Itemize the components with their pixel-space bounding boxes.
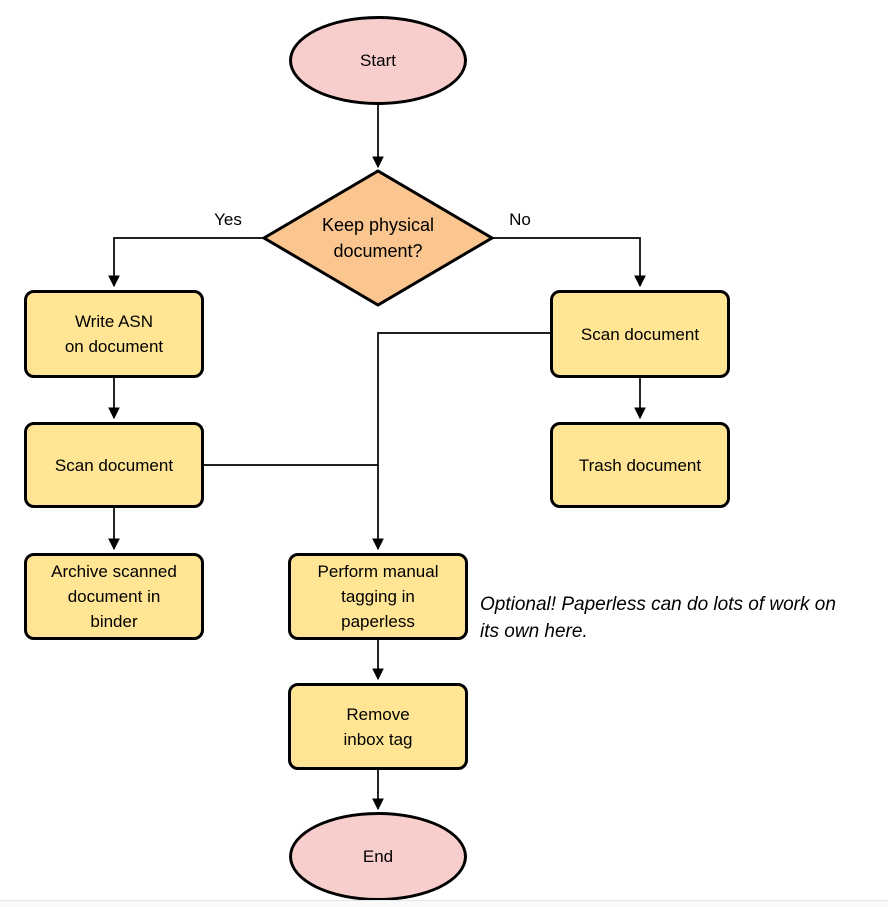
node-end: End (289, 812, 467, 901)
node-manual-tagging: Perform manual tagging in paperless (288, 553, 468, 640)
node-decision-label: Keep physical document? (321, 215, 435, 261)
trash-document-label: Trash document (578, 455, 702, 475)
page-bottom-edge (0, 900, 888, 907)
node-trash-document: Trash document (550, 422, 730, 508)
node-scan-document-right: Scan document (550, 290, 730, 378)
edge-scan-right-to-tagging (372, 332, 550, 551)
start-label: Start (360, 51, 396, 70)
scan-document-right-label: Scan document (580, 324, 700, 344)
node-remove-inbox-tag: Remove inbox tag (288, 683, 468, 770)
remove-inbox-tag-label: Remove inbox tag (343, 704, 413, 749)
archive-binder-label: Archive scanned document in binder (51, 562, 177, 631)
end-label: End (362, 847, 394, 866)
edge-label-no: No (509, 210, 531, 229)
manual-tagging-label: Perform manual tagging in paperless (317, 562, 439, 631)
edge-label-yes: Yes (214, 210, 242, 229)
optional-note: Optional! Paperless can do lots of work … (480, 594, 836, 642)
edge-decision-yes-to-write-asn (108, 237, 264, 288)
write-asn-label: Write ASN on document (64, 312, 164, 356)
edge-decision-no-to-scan-right (492, 237, 646, 288)
decision-diamond-shape (261, 169, 495, 307)
node-scan-document-left: Scan document (24, 422, 204, 508)
node-archive-binder: Archive scanned document in binder (24, 553, 204, 640)
scan-document-left-label: Scan document (54, 455, 174, 475)
node-write-asn: Write ASN on document (24, 290, 204, 378)
node-start: Start (289, 16, 467, 105)
